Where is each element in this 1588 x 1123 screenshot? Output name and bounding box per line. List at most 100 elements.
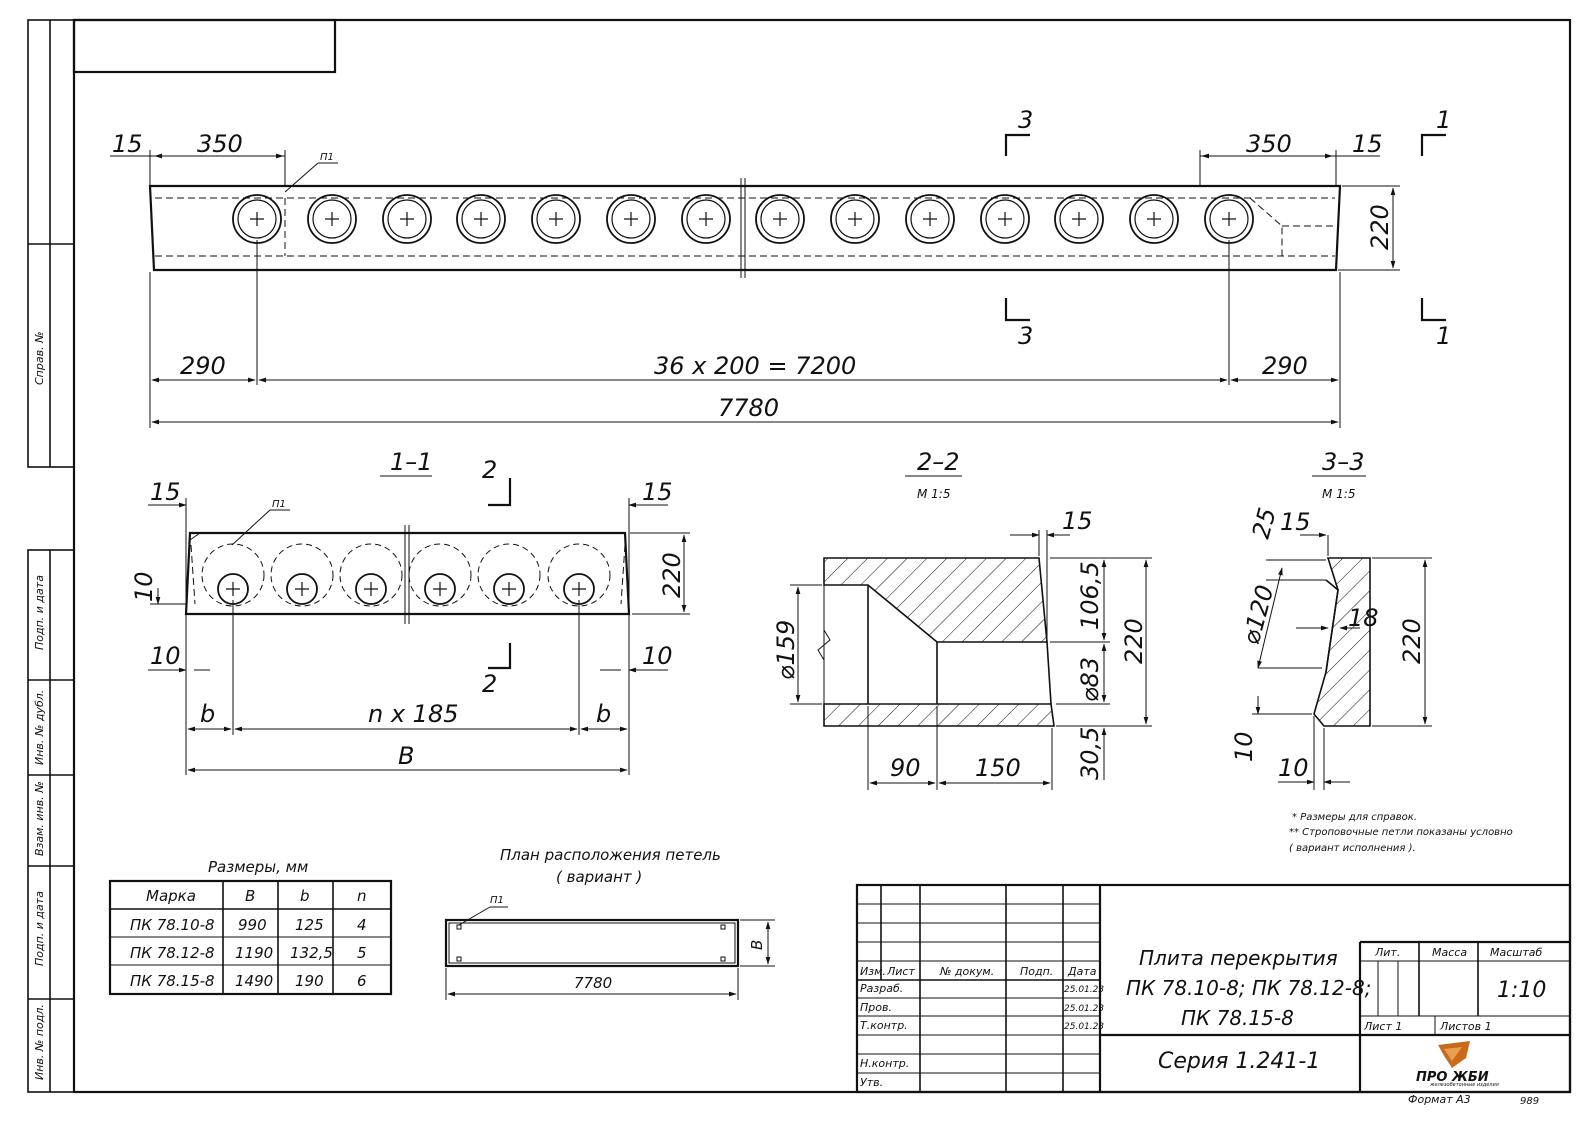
side-stamp-labels: Справ. № Подп. и дата Инв. № дубл. Взам.…	[33, 331, 46, 1080]
dim-290-left: 290	[180, 352, 226, 380]
tb-header-izm: Изм.	[860, 965, 886, 978]
hole	[382, 194, 432, 244]
hole	[232, 194, 282, 244]
loop-tag-label: П1	[320, 152, 334, 163]
section-3-3-scale: М 1:5	[1322, 487, 1355, 501]
cut-3-top: 3	[1018, 106, 1033, 134]
dim-height-220: 220	[1366, 204, 1394, 250]
table-header-B: B	[245, 887, 255, 905]
hole	[1204, 194, 1254, 244]
cut-3-bottom: 3	[1018, 322, 1033, 350]
sec11-dim-10-vertical: 10	[130, 571, 158, 602]
dim-290-right: 290	[1262, 352, 1308, 380]
cut-2-top: 2	[482, 456, 497, 484]
section-2-2-title: 2–2	[917, 448, 960, 476]
section-3-3: 3–3 М 1:5	[1312, 448, 1371, 727]
hole	[681, 194, 731, 244]
tb-header-data: Дата	[1067, 965, 1097, 978]
tb-role-nkontr: Н.контр.	[860, 1057, 909, 1070]
tb-format: Формат А3	[1408, 1093, 1471, 1106]
table-cell-n: 6	[357, 972, 367, 990]
table-header-b: b	[300, 887, 310, 905]
loop-plan-tag: П1	[490, 895, 504, 906]
sec22-w90: 90	[890, 754, 921, 782]
table-cell-n: 5	[357, 944, 367, 962]
sec11-height: 220	[658, 552, 686, 598]
hole	[424, 573, 456, 605]
tb-product-3: ПК 78.15-8	[1181, 1006, 1294, 1030]
top-left-stamp-box	[72, 18, 337, 74]
sec22-d83: ⌀83	[1076, 657, 1104, 702]
sec33-d25: 25	[1247, 505, 1282, 542]
hole	[456, 194, 506, 244]
table-cell-marka: ПК 78.15-8	[130, 972, 215, 990]
sec22-d159: ⌀159	[772, 620, 800, 680]
hole-outline	[339, 543, 403, 607]
cut-1-bottom: 1	[1436, 322, 1451, 350]
sec33-d18: 18	[1348, 604, 1379, 632]
tb-role-razrab: Разраб.	[860, 982, 903, 995]
section-1-1-holes	[201, 543, 611, 607]
tb-product-2: ПК 78.10-8; ПК 78.12-8;	[1126, 976, 1371, 1000]
tb-sheet: Лист 1	[1363, 1020, 1402, 1033]
hole	[980, 194, 1030, 244]
tb-header-list: Лист	[886, 965, 915, 978]
sec11-b-right: b	[596, 700, 611, 728]
note-2: ** Строповочные петли показаны условно	[1289, 827, 1513, 838]
hole	[905, 194, 955, 244]
hole	[355, 573, 387, 605]
title-block-text: Изм. Лист № докум. Подп. Дата Разраб. 25…	[860, 946, 1546, 1107]
section-1-1-dimensions: 15 15 220 10 10 10 b n x 185 b B 2 2	[130, 456, 690, 775]
section-1-1: 1–1 П1	[184, 448, 631, 624]
loop-plan-length: 7780	[574, 974, 612, 992]
hole	[531, 194, 581, 244]
hole-outline	[408, 543, 472, 607]
hole	[307, 194, 357, 244]
section-2-2: 2–2 М 1:5	[817, 448, 1055, 727]
sec33-d10-bottom: 10	[1278, 754, 1309, 782]
sec11-b-left: b	[200, 700, 215, 728]
section-cut-marks: 3 3 1 1	[1004, 106, 1451, 350]
sec11-loop-tag: П1	[272, 499, 286, 510]
tb-scale-value: 1:10	[1497, 978, 1546, 1003]
cut-1-top: 1	[1436, 106, 1451, 134]
side-label-inv-dubl: Инв. № дубл.	[33, 690, 46, 765]
tb-lit: Лит.	[1374, 946, 1400, 959]
dim-15-left: 15	[112, 130, 143, 158]
tb-massa: Масса	[1432, 946, 1467, 959]
side-label-podp-1: Подп. и дата	[33, 575, 46, 650]
dim-total-7780: 7780	[718, 394, 779, 422]
hole	[286, 573, 318, 605]
tb-role-utv: Утв.	[860, 1076, 883, 1089]
sec22-h220: 220	[1120, 618, 1148, 664]
hole	[606, 194, 656, 244]
hole	[217, 573, 249, 605]
table-cell-marka: ПК 78.12-8	[130, 944, 215, 962]
tb-date-razrab: 25.01.23	[1064, 985, 1104, 995]
note-1: * Размеры для справок.	[1292, 812, 1417, 823]
side-label-vzam: Взам. инв. №	[33, 781, 46, 856]
table-cell-b: 132,5	[290, 944, 333, 962]
company-logo: ПРО ЖБИ железобетонные изделия	[1416, 1041, 1499, 1088]
sheet-frame	[27, 18, 1572, 1094]
logo-subtext: железобетонные изделия	[1429, 1082, 1499, 1088]
side-label-inv-podl: Инв. № подл.	[33, 1004, 46, 1080]
tb-code: 989	[1520, 1096, 1539, 1107]
side-label-podp-2: Подп. и дата	[33, 891, 46, 966]
loop-plan-title-1: План расположения петель	[500, 846, 721, 864]
hole	[563, 573, 595, 605]
tb-header-podp: Подп.	[1020, 965, 1053, 978]
cut-2-bottom: 2	[482, 670, 497, 698]
sizes-table-caption: Размеры, мм	[208, 858, 308, 876]
table-cell-B: 1490	[235, 972, 273, 990]
hole	[1129, 194, 1179, 244]
section-1-1-title: 1–1	[390, 448, 433, 476]
tb-masshtab: Масштаб	[1490, 946, 1542, 959]
loop-plan-width: B	[748, 940, 766, 950]
tb-sheets: Листов 1	[1439, 1020, 1492, 1033]
loop-plan-title-2: ( вариант )	[556, 868, 642, 886]
sec11-dim-10-left: 10	[150, 642, 181, 670]
hole-outline	[270, 543, 334, 607]
section-3-3-title: 3–3	[1322, 448, 1365, 476]
